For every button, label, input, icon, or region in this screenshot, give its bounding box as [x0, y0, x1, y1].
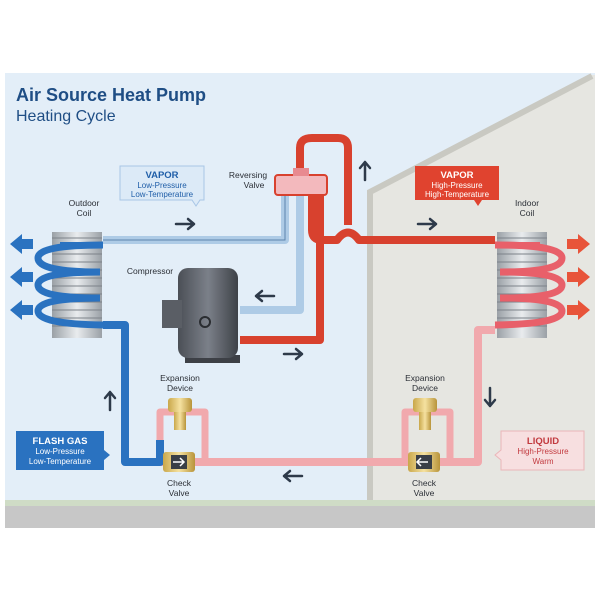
callout-liquid: LIQUID High-Pressure Warm: [494, 430, 585, 471]
reversing-valve-label-2: Valve: [244, 180, 265, 190]
reversing-valve-label-1: Reversing: [229, 170, 268, 180]
pipe-valve-loop: [296, 134, 352, 225]
heat-arrow-icon: [567, 300, 590, 320]
heat-arrow-icon: [567, 234, 590, 254]
reversing-valve: [274, 174, 328, 196]
heat-arrow-icon: [567, 267, 590, 287]
cold-arrow-icon: [10, 234, 33, 254]
callout-liquid-title: LIQUID: [527, 436, 559, 447]
title-line-1: Air Source Heat Pump: [16, 85, 206, 105]
check-right-label-2: Valve: [414, 488, 435, 498]
callout-vapor-high-line1: High-Pressure: [431, 181, 483, 190]
pipe-vapor-high-out: [308, 190, 495, 244]
pipe-suction: [240, 195, 304, 314]
flow-arrow-icon: [174, 217, 196, 231]
callout-flash-gas: FLASH GAS Low-Pressure Low-Temperature: [16, 431, 110, 470]
callout-vapor-high-title: VAPOR: [440, 170, 473, 181]
callout-flash-gas-title: FLASH GAS: [33, 436, 88, 447]
ground: [5, 506, 595, 528]
grass-strip: [5, 500, 595, 506]
compressor-label: Compressor: [127, 266, 173, 276]
indoor-coil-label-1: Indoor: [515, 198, 539, 208]
callout-liquid-line1: High-Pressure: [517, 447, 569, 456]
flow-arrow-icon: [103, 390, 117, 412]
check-valve-left: [163, 452, 195, 472]
expansion-right-label-2: Device: [412, 383, 438, 393]
cold-arrow-icon: [10, 267, 33, 287]
callout-liquid-line2: Warm: [532, 457, 553, 466]
expansion-right-label-1: Expansion: [405, 373, 445, 383]
callout-vapor-high-line2: High-Temperature: [425, 190, 490, 199]
callout-vapor-low-line1: Low-Pressure: [137, 181, 187, 190]
outdoor-coil-label-2: Coil: [77, 208, 92, 218]
title-line-2: Heating Cycle: [16, 108, 116, 125]
flow-arrow-icon: [282, 469, 304, 483]
heat-arrows: [567, 234, 590, 320]
callout-flash-gas-line2: Low-Temperature: [29, 457, 92, 466]
flow-arrow-icon: [254, 289, 276, 303]
flow-arrow-icon: [282, 347, 304, 361]
pipe-flash-gas: [103, 321, 164, 466]
indoor-coil-label-2: Coil: [520, 208, 535, 218]
callout-flash-gas-line1: Low-Pressure: [35, 447, 85, 456]
expansion-left-label-1: Expansion: [160, 373, 200, 383]
callout-vapor-high: VAPOR High-Pressure High-Temperature: [415, 166, 499, 206]
flow-arrow-icon: [416, 217, 438, 231]
callout-vapor-low: VAPOR Low-Pressure Low-Temperature: [119, 165, 205, 207]
outdoor-coil-label-1: Outdoor: [69, 198, 100, 208]
outdoor-coil: [34, 232, 104, 338]
expansion-left-label-2: Device: [167, 383, 193, 393]
compressor: [162, 268, 240, 363]
expansion-device-right: [413, 398, 437, 430]
check-left-label-2: Valve: [169, 488, 190, 498]
cold-arrows: [10, 234, 33, 320]
flow-arrow-icon: [483, 386, 497, 408]
reversing-valve-cap: [293, 168, 309, 176]
flow-arrow-icon: [358, 160, 372, 182]
pipe-vapor-low-in-edge: [103, 195, 286, 241]
callout-vapor-low-title: VAPOR: [145, 170, 178, 181]
check-left-label-1: Check: [167, 478, 192, 488]
house-roof-edge: [367, 73, 594, 505]
callout-vapor-low-line2: Low-Temperature: [131, 190, 194, 199]
expansion-device-left: [168, 398, 192, 430]
pipe-liquid: [125, 326, 495, 466]
indoor-coil: [494, 232, 566, 338]
check-valve-right: [408, 452, 440, 472]
check-right-label-1: Check: [412, 478, 437, 488]
cold-arrow-icon: [10, 300, 33, 320]
